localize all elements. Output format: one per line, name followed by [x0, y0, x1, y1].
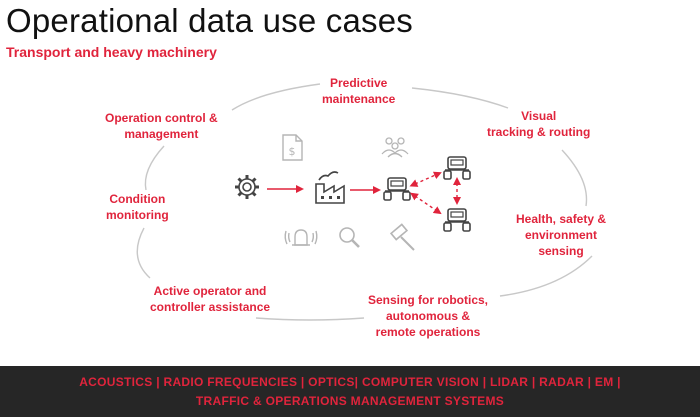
- ellipse-ring: [136, 83, 593, 321]
- machine-icon: [443, 156, 471, 180]
- machine-icon: [443, 208, 471, 232]
- gavel-icon: [389, 223, 415, 251]
- people-group-icon: [381, 137, 409, 158]
- footer-band: ACOUSTICS | RADIO FREQUENCIES | OPTICS| …: [0, 366, 700, 417]
- use-case-sensing-robotics: Sensing for robotics,autonomous &remote …: [368, 293, 489, 339]
- page-title: Operational data use cases: [6, 2, 413, 39]
- footer-systems: TRAFFIC & OPERATIONS MANAGEMENT SYSTEMS: [195, 394, 505, 408]
- magnifier-icon: [339, 227, 360, 248]
- alarm-bell-icon: [284, 229, 318, 246]
- footer-technologies: ACOUSTICS | RADIO FREQUENCIES | OPTICS| …: [79, 375, 621, 389]
- factory-icon: [315, 171, 345, 204]
- use-case-diagram: $: [136, 83, 593, 321]
- document-dollar-icon: $: [282, 134, 303, 161]
- flow-arrows: [267, 171, 461, 215]
- use-case-operation-control: Operation control &management: [105, 111, 218, 141]
- gear-icon: [235, 175, 259, 199]
- svg-text:$: $: [289, 145, 296, 158]
- machine-icon: [383, 177, 411, 201]
- page-subtitle: Transport and heavy machinery: [6, 44, 217, 60]
